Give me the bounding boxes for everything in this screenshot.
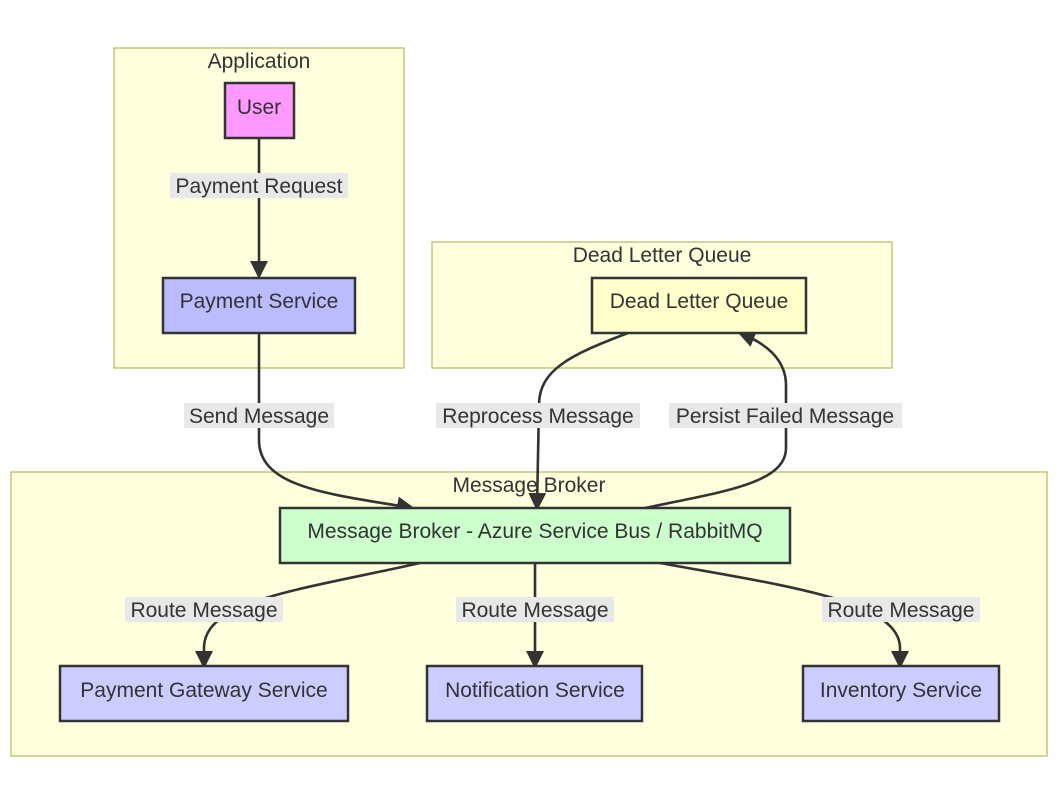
- svg-text:Persist Failed Message: Persist Failed Message: [676, 405, 894, 428]
- cluster-title-broker: Message Broker: [453, 474, 606, 497]
- edge-label-persist-failed: Persist Failed Message: [669, 403, 902, 428]
- node-inventory-service[interactable]: Inventory Service: [801, 664, 1001, 723]
- edge-label-route-inventory: Route Message: [822, 597, 980, 622]
- cluster-title-dlq: Dead Letter Queue: [573, 244, 752, 267]
- svg-text:Send Message: Send Message: [189, 405, 329, 428]
- svg-text:User: User: [237, 96, 281, 119]
- edge-persist-failed: [644, 330, 788, 510]
- cluster-dead-letter-queue: Dead Letter Queue: [431, 241, 893, 369]
- svg-text:Payment Service: Payment Service: [180, 290, 339, 313]
- svg-text:Route Message: Route Message: [461, 599, 608, 622]
- edge-reprocess-message: [528, 331, 629, 511]
- edge-label-route-notification: Route Message: [456, 597, 614, 622]
- edge-send-message: [257, 333, 415, 515]
- svg-text:Route Message: Route Message: [827, 599, 974, 622]
- node-payment-service[interactable]: Payment Service: [161, 276, 357, 335]
- cluster-title-application: Application: [208, 50, 311, 73]
- svg-text:Notification Service: Notification Service: [445, 679, 625, 702]
- svg-text:Payment Gateway Service: Payment Gateway Service: [80, 679, 327, 702]
- svg-text:Payment Request: Payment Request: [176, 175, 343, 198]
- node-message-broker[interactable]: Message Broker - Azure Service Bus / Rab…: [278, 506, 792, 565]
- node-user[interactable]: User: [223, 81, 296, 140]
- svg-text:Reprocess Message: Reprocess Message: [442, 405, 633, 428]
- edge-label-reprocess-message: Reprocess Message: [436, 403, 640, 428]
- svg-text:Route Message: Route Message: [130, 599, 277, 622]
- edge-label-send-message: Send Message: [184, 403, 334, 428]
- svg-text:Message Broker - Azure Service: Message Broker - Azure Service Bus / Rab…: [307, 520, 762, 543]
- svg-text:Dead Letter Queue: Dead Letter Queue: [610, 290, 789, 313]
- node-dead-letter-queue[interactable]: Dead Letter Queue: [590, 276, 808, 335]
- svg-text:Inventory Service: Inventory Service: [820, 679, 982, 702]
- edge-label-payment-request: Payment Request: [170, 173, 348, 198]
- node-payment-gateway-service[interactable]: Payment Gateway Service: [58, 664, 350, 723]
- node-notification-service[interactable]: Notification Service: [425, 664, 644, 723]
- edge-label-route-gateway: Route Message: [125, 597, 283, 622]
